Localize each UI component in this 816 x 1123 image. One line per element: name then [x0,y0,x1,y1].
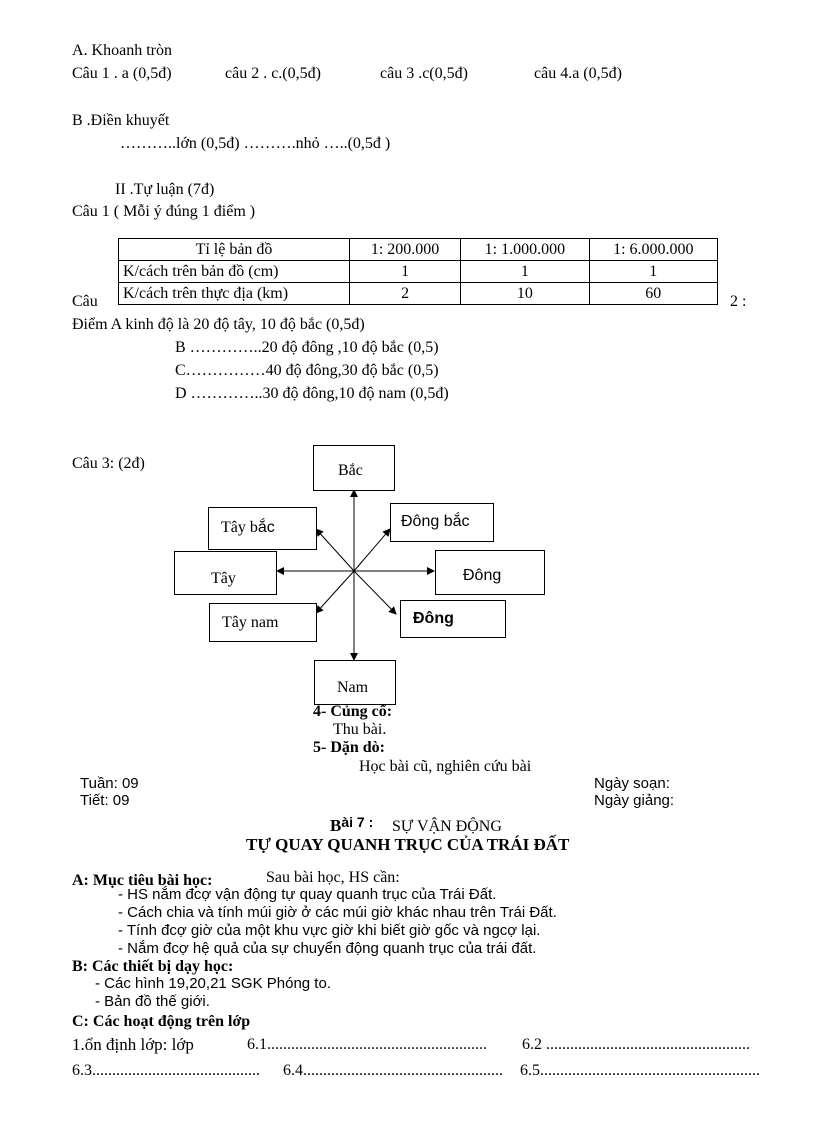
table-row: K/cách trên thực địa (km) 2 10 60 [118,282,719,305]
q3-title: Câu 3: (2đ) [72,455,145,472]
section-a-title: A. Khoanh tròn [72,42,172,59]
section-b-answer: ………..lớn (0,5đ) ……….nhỏ …..(0,5đ ) [120,135,391,152]
homework-text: Học bài cũ, nghiên cứu bài [359,758,532,775]
answer-q4: câu 4.a (0,5đ) [534,65,622,82]
map-scale-table: Tỉ lệ bản đồ 1: 200.000 1: 1.000.000 1: … [118,238,719,305]
table-cell: K/cách trên thực địa (km) [118,282,350,305]
week-label: Tuần: 09 [80,775,139,792]
objectives-intro: Sau bài học, HS cần: [266,869,400,886]
objective-item: - HS nắm đcợ vận động tự quay quanh trục… [118,886,497,903]
section-ii-title: II .Tự luận (7đ) [115,181,215,198]
compass-arrows [276,489,435,661]
consolidation-title: 4- Củng cố: [313,703,393,720]
table-header-row: Tỉ lệ bản đồ 1: 200.000 1: 1.000.000 1: … [118,238,719,261]
box-southeast: Đông [400,600,506,638]
q2-point-d: D …………..30 độ đông,10 độ nam (0,5đ) [175,385,449,402]
equipment-title: B: Các thiết bị dạy học: [72,958,234,975]
box-south: Nam [314,660,396,705]
class-6-2: 6.2 ....................................… [522,1036,750,1053]
objectives-title: A: Mục tiêu bài học: [72,872,213,889]
section-b-title: B .Điền khuyết [72,112,170,129]
q2-label-left: Câu [72,293,98,310]
answer-q2: câu 2 . c.(0,5đ) [225,65,321,82]
box-north: Bắc [313,445,395,491]
date-taught: Ngày giảng: [594,792,675,809]
q2-point-b: B …………..20 độ đông ,10 độ bắc (0,5) [175,339,439,356]
label-northwest: Tây bắc [221,519,275,536]
arrow-southeast [353,570,397,615]
q2-point-c: C……………40 độ đông,30 độ bắc (0,5) [175,362,439,379]
answer-q3: câu 3 .c(0,5đ) [380,65,468,82]
class-6-3: 6.3.....................................… [72,1062,260,1079]
class-6-1: 6.1.....................................… [247,1036,487,1053]
lesson-title-1: SỰ VẬN ĐỘNG [392,818,502,835]
box-east: Đông [435,550,545,595]
table-cell: 10 [460,282,590,305]
label-southeast: Đông [413,610,454,627]
equipment-item: - Bản đồ thế giới. [95,993,210,1010]
q1-title: Câu 1 ( Mỗi ý đúng 1 điểm ) [72,203,256,220]
arrow-southwest [315,570,355,614]
label-east: Đông [463,567,502,584]
arrow-northwest [315,528,355,572]
q2-label-right: 2 : [730,293,747,310]
table-cell: 1: 1.000.000 [460,238,590,261]
class-6-4: 6.4.....................................… [283,1062,503,1079]
period-label: Tiết: 09 [80,792,130,809]
answer-q1: Câu 1 . a (0,5đ) [72,65,172,82]
label-north: Bắc [338,462,363,479]
objective-item: - Cách chia và tính múi giờ ở các múi gi… [118,904,557,921]
table-row: K/cách trên bản đồ (cm) 1 1 1 [118,260,719,283]
activities-title: C: Các hoạt động trên lớp [72,1013,251,1030]
q2-point-a: Điểm A kinh độ là 20 độ tây, 10 độ bắc (… [72,316,365,333]
label-southwest: Tây nam [222,614,279,631]
consolidation-text: Thu bài. [333,721,387,738]
table-cell: 1: 6.000.000 [588,238,719,261]
box-west: Tây [174,551,277,595]
lesson-number: Bài 7 : [330,814,374,835]
class-label: 1.ổn định lớp: lớp [72,1035,194,1054]
class-6-5: 6.5.....................................… [520,1062,760,1079]
table-cell: 60 [588,282,719,305]
objective-item: - Nắm đcợ hệ quả của sự chuyển động quan… [118,940,537,957]
table-cell: K/cách trên bản đồ (cm) [118,260,350,283]
objective-item: - Tính đcợ giờ của một khu vực giờ khi b… [118,922,541,939]
label-west: Tây [211,570,236,587]
date-prepared: Ngày soạn: [594,775,670,792]
box-northeast: Đông bắc [390,503,494,542]
label-northeast: Đông bắc [401,513,470,530]
table-cell: 1: 200.000 [348,238,462,261]
lesson-title-2: TỰ QUAY QUANH TRỤC CỦA TRÁI ĐẤT [246,835,570,854]
homework-title: 5- Dặn dò: [313,739,386,756]
box-southwest: Tây nam [209,603,317,642]
arrow-northeast [353,528,391,572]
equipment-item: - Các hình 19,20,21 SGK Phóng to. [95,975,331,992]
label-south: Nam [337,679,369,696]
box-northwest: Tây bắc [208,507,317,550]
